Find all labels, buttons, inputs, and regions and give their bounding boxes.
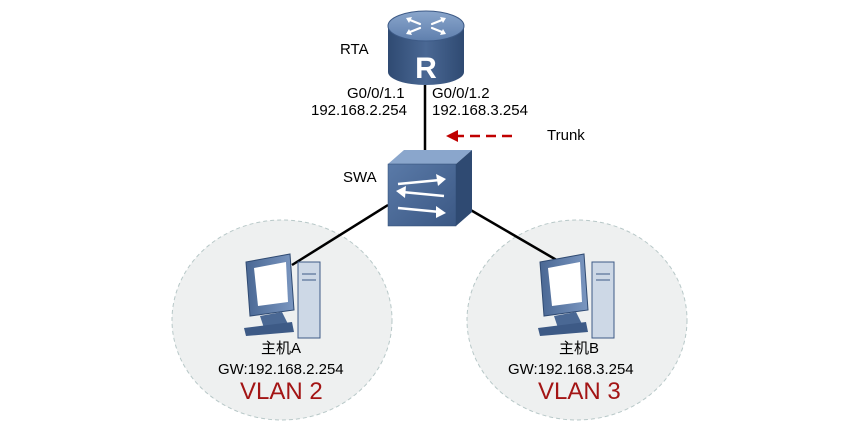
router-iface2-ip: 192.168.3.254 (432, 102, 528, 119)
pc-icon (244, 253, 321, 339)
trunk-arrow-icon (446, 130, 512, 142)
switch-hostB-link (461, 203, 561, 264)
router-icon: R (387, 10, 465, 85)
trunk-label: Trunk (547, 127, 585, 144)
router-name: RTA (340, 41, 369, 58)
host-b-vlan: VLAN 3 (538, 378, 621, 405)
host-a-name: 主机A (261, 340, 302, 357)
switch-hostA-link (291, 203, 389, 267)
svg-text:R: R (415, 52, 437, 85)
switch-name: SWA (343, 169, 377, 186)
host-a-vlan: VLAN 2 (240, 378, 323, 405)
router-iface1-ip: 192.168.2.254 (311, 102, 407, 119)
host-b-gateway: GW:192.168.3.254 (508, 361, 634, 378)
router-iface2-name: G0/0/1.2 (432, 85, 490, 102)
router-iface1-name: G0/0/1.1 (347, 85, 405, 102)
pc-icon (538, 253, 615, 339)
host-b-name: 主机B (559, 340, 600, 357)
switch-icon (387, 150, 472, 227)
host-a-gateway: GW:192.168.2.254 (218, 361, 344, 378)
